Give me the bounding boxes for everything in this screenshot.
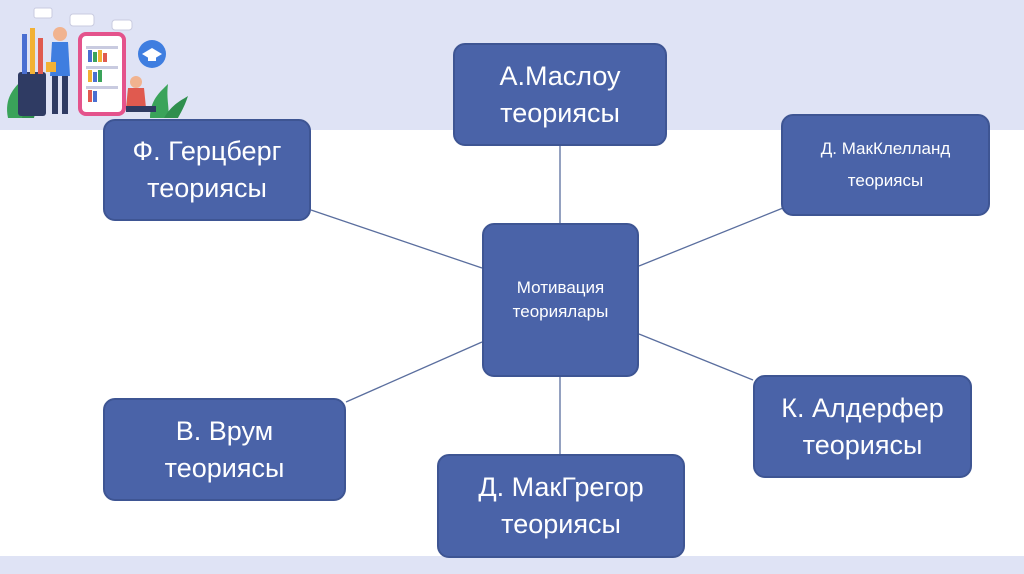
node-herzberg-line2: теориясы (147, 173, 267, 203)
node-maslow-line2: теориясы (500, 97, 620, 128)
node-herzberg-line1: Ф. Герцберг (132, 136, 282, 166)
node-maslow: А.Маслоу теориясы (453, 43, 667, 146)
connector-herzberg (310, 209, 483, 269)
center-node-line1: Мотивация (516, 278, 605, 297)
education-illustration-icon (7, 7, 188, 118)
node-vroom-line1: В. Врум (175, 415, 274, 446)
node-vroom: В. Врум теориясы (103, 398, 346, 501)
node-vroom-line2: теориясы (164, 452, 285, 483)
center-node-motivation-theories: Мотивация теориялары (482, 223, 639, 377)
node-alderfer-line1: К. Алдерфер (781, 392, 944, 423)
node-mcgregor-line1: Д. МакГрегор (478, 472, 644, 502)
node-mcgregor-line2: теориясы (501, 509, 621, 539)
footer-band (0, 556, 1024, 574)
node-mcclelland-line1: Д. МакКлелланд (820, 139, 951, 158)
node-alderfer-line2: теориясы (802, 429, 923, 460)
node-herzberg: Ф. Герцберг теориясы (103, 119, 311, 221)
connector-mcclelland (638, 207, 784, 267)
node-mcgregor: Д. МакГрегор теориясы (437, 454, 685, 558)
node-mcclelland: Д. МакКлелланд теориясы (781, 114, 990, 216)
center-node-line2: теориялары (512, 302, 609, 321)
node-maslow-line1: А.Маслоу (499, 60, 621, 91)
connector-vroom (345, 341, 483, 403)
node-mcclelland-line2: теориясы (847, 171, 924, 190)
connector-alderfer (638, 333, 754, 381)
node-alderfer: К. Алдерфер теориясы (753, 375, 972, 478)
